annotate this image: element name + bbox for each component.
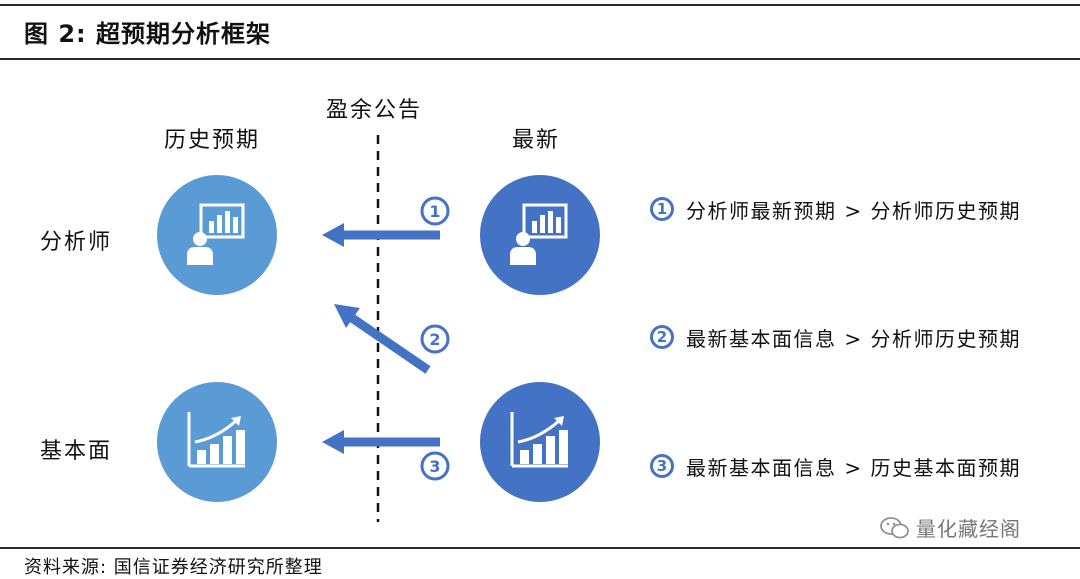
circle-analyst-latest (480, 175, 600, 295)
arrow-3 (322, 430, 440, 454)
circle-fundamental-latest (480, 382, 600, 502)
legend-item-1: 1 分析师最新预期 > 分析师历史预期 (650, 194, 1021, 224)
step-number: 3 (429, 457, 440, 476)
top-rule (0, 4, 1080, 6)
step-badge-2: 2 (420, 324, 450, 354)
legend-text: 最新基本面信息 > 历史基本面预期 (686, 455, 1021, 480)
arrow-1 (322, 223, 440, 247)
legend-number: 3 (650, 454, 674, 478)
title-rule (0, 58, 1080, 60)
source-note: 资料来源: 国信证券经济研究所整理 (24, 557, 323, 578)
watermark: 量化藏经阁 (880, 513, 1021, 542)
bar-chart-trend-icon (510, 412, 568, 468)
column-label-left: 历史预期 (164, 128, 261, 153)
column-label-right: 最新 (512, 128, 561, 153)
circle-fundamental-historical (157, 382, 277, 502)
presenter-board-icon (187, 203, 245, 265)
presenter-board-icon (510, 203, 568, 265)
figure-title: 图 2: 超预期分析框架 (24, 20, 272, 48)
wechat-icon (880, 516, 909, 538)
circle-analyst-historical (157, 175, 277, 295)
legend-item-2: 2 最新基本面信息 > 分析师历史预期 (650, 322, 1021, 352)
watermark-text: 量化藏经阁 (916, 517, 1021, 541)
legend-number: 2 (650, 325, 674, 349)
step-number: 2 (429, 330, 440, 349)
step-badge-1: 1 (420, 196, 450, 226)
divider-label: 盈余公告 (326, 98, 423, 123)
arrow-2 (334, 304, 431, 374)
bottom-rule (0, 547, 1080, 549)
step-badge-3: 3 (420, 451, 450, 481)
row-label-analyst: 分析师 (40, 230, 113, 255)
step-number: 1 (429, 202, 440, 221)
legend-text: 分析师最新预期 > 分析师历史预期 (686, 198, 1021, 223)
legend-item-3: 3 最新基本面信息 > 历史基本面预期 (650, 451, 1021, 481)
legend-number: 1 (650, 197, 674, 221)
legend-text: 最新基本面信息 > 分析师历史预期 (686, 326, 1021, 351)
row-label-fundamental: 基本面 (40, 439, 113, 464)
bar-chart-trend-icon (187, 412, 245, 468)
